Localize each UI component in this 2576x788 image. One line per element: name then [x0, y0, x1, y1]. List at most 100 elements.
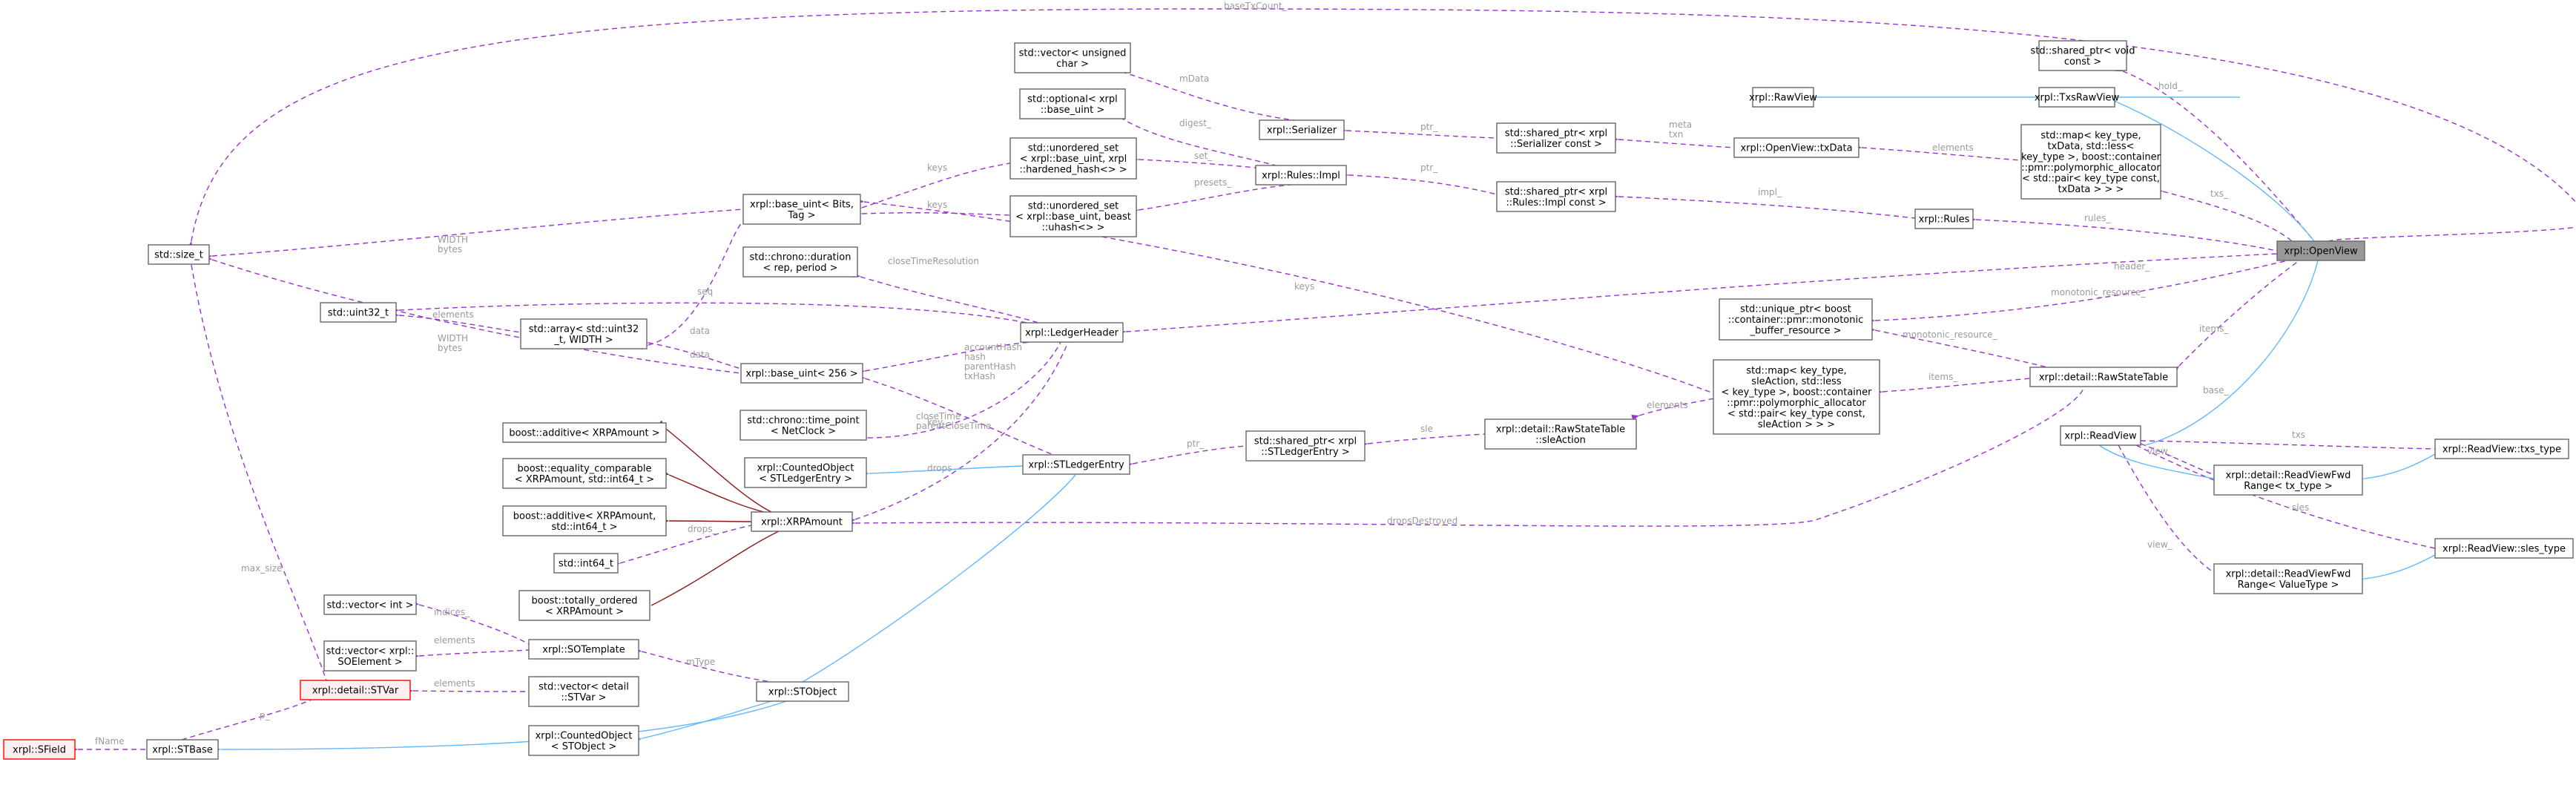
usage-edge: [1130, 156, 1256, 168]
class-node-readview-sles-type[interactable]: xrpl::ReadView::sles_type: [2434, 538, 2574, 559]
usage-edge: [2112, 437, 2215, 574]
class-node-serializer[interactable]: xrpl::Serializer: [1259, 119, 1345, 140]
inheritance-edge: [633, 700, 772, 744]
usage-edge: [1968, 216, 2278, 252]
edge-labels: baseTxCount_hold_mDatadigest_set_presets…: [95, 1, 2309, 746]
class-node-rulesimpl[interactable]: xrpl::Rules::Impl: [1255, 165, 1347, 185]
edge-label: base_: [2203, 385, 2230, 395]
class-node-countedobject-sto[interactable]: xrpl::CountedObject< STObject >: [528, 725, 639, 756]
inheritance-edge: [211, 700, 787, 754]
class-node-label: xrpl::OpenView::txData: [1740, 143, 1852, 154]
edge-label: seq: [697, 286, 713, 297]
class-node-unique-ptr-mbr[interactable]: std::unique_ptr< boost::container::pmr::…: [1719, 298, 1873, 341]
class-node-uset-hardened[interactable]: std::unordered_set< xrpl::base_uint, xrp…: [1009, 137, 1137, 180]
class-node-size-t[interactable]: std::size_t: [148, 244, 210, 265]
class-node-ledgerheader[interactable]: xrpl::LedgerHeader: [1020, 322, 1124, 343]
inheritance-edge: [2144, 260, 2319, 446]
class-node-readview-txs-type[interactable]: xrpl::ReadView::txs_type: [2434, 439, 2569, 459]
class-node-equality-comparable[interactable]: boost::equality_comparable< XRPAmount, s…: [502, 458, 667, 489]
class-node-chrono-timepoint[interactable]: std::chrono::time_point< NetClock >: [739, 410, 867, 441]
class-node-sleaction[interactable]: xrpl::detail::RawStateTable::sleAction: [1484, 418, 1637, 450]
class-node-additive-xrp-int[interactable]: boost::additive< XRPAmount,std::int64_t …: [502, 505, 667, 536]
class-node-sotemplate[interactable]: xrpl::SOTemplate: [528, 639, 639, 660]
class-node-label: xrpl::RawView: [1749, 93, 1817, 104]
usage-edge: [2128, 439, 2436, 549]
class-node-uint32[interactable]: std::uint32_t: [320, 302, 397, 323]
edge-label: digest_: [1179, 118, 1212, 128]
usage-edge: [640, 338, 742, 370]
class-node-int64[interactable]: std::int64_t: [553, 553, 619, 574]
class-node-vector-int[interactable]: std::vector< int >: [323, 594, 417, 615]
usage-edge: [1610, 136, 1735, 148]
class-node-label: xrpl::CountedObject< STLedgerEntry >: [757, 462, 854, 485]
class-node-vector-stvar[interactable]: std::vector< detail::STVar >: [528, 676, 639, 707]
class-node-stledgerentry[interactable]: xrpl::STLedgerEntry: [1022, 454, 1130, 475]
edge-label: set_: [1194, 151, 1213, 161]
class-node-countedobject-stle[interactable]: xrpl::CountedObject< STLedgerEntry >: [744, 457, 867, 488]
usage-edge: [1112, 111, 1277, 166]
class-node-readview[interactable]: xrpl::ReadView: [2060, 425, 2141, 446]
class-node-stbase[interactable]: xrpl::STBase: [146, 739, 219, 760]
usage-edge: [847, 386, 2085, 527]
usage-edge: [1113, 67, 1295, 121]
usage-edge: [1360, 433, 1486, 448]
class-node-label: std::optional< xrpl::base_uint >: [1027, 93, 1118, 116]
class-node-additive-xrp[interactable]: boost::additive< XRPAmount >: [502, 422, 667, 443]
usage-edge: [860, 341, 1061, 441]
class-node-array-uint32[interactable]: std::array< std::uint32_t, WIDTH >: [520, 318, 648, 349]
edge-label: elements: [434, 678, 475, 689]
class-node-uset-beast[interactable]: std::unordered_set< xrpl::base_uint, bea…: [1009, 195, 1137, 237]
class-node-label: std::map< key_type,sleAction, std::less<…: [1722, 365, 1873, 430]
class-node-baseuint-bits[interactable]: xrpl::base_uint< Bits,Tag >: [742, 194, 861, 225]
class-node-openview[interactable]: xrpl::OpenView: [2276, 240, 2365, 261]
private-inheritance-edge: [656, 420, 772, 513]
class-node-stvar[interactable]: xrpl::detail::STVar: [300, 680, 411, 700]
usage-edge: [1118, 253, 2278, 335]
class-node-map-sleaction[interactable]: std::map< key_type,sleAction, std::less<…: [1713, 359, 1880, 435]
class-node-label: boost::additive< XRPAmount,std::int64_t …: [513, 510, 656, 533]
class-node-optional-baseuint[interactable]: std::optional< xrpl::base_uint >: [1019, 88, 1126, 119]
usage-edge: [1610, 193, 1916, 219]
class-node-label: xrpl::SField: [13, 745, 66, 756]
edge-label: items_: [1928, 372, 1958, 382]
class-node-sp-stledgerentry[interactable]: std::shared_ptr< xrpl::STLedgerEntry >: [1245, 430, 1366, 462]
inheritance-edge: [860, 465, 1024, 478]
edge-label: items_: [2199, 324, 2229, 334]
class-node-vector-soelement[interactable]: std::vector< xrpl::SOElement >: [323, 640, 417, 672]
edges: [70, 8, 2576, 754]
class-node-xrpamount[interactable]: xrpl::XRPAmount: [751, 511, 853, 532]
class-node-chrono-duration[interactable]: std::chrono::duration< rep, period >: [742, 246, 858, 278]
class-node-txdata[interactable]: xrpl::OpenView::txData: [1733, 137, 1859, 158]
class-node-rules[interactable]: xrpl::Rules: [1914, 209, 1974, 229]
class-node-label: xrpl::XRPAmount: [761, 517, 843, 528]
usage-edge: [187, 257, 327, 681]
class-node-sp-rulesimpl[interactable]: std::shared_ptr< xrpl::Rules::Impl const…: [1496, 181, 1616, 212]
usage-edge: [2155, 186, 2293, 242]
class-node-sp-serializer[interactable]: std::shared_ptr< xrpl::Serializer const …: [1496, 122, 1616, 154]
nodes: xrpl::OpenView xrpl::TxsRawView xrpl::RawV…: [3, 40, 2574, 760]
class-node-totally-ordered[interactable]: boost::totally_ordered< XRPAmount >: [518, 590, 650, 621]
edge-label: elements: [1932, 142, 1974, 153]
class-node-map-txdata[interactable]: std::map< key_type,txData, std::less<key…: [2020, 124, 2161, 200]
class-node-stobject[interactable]: xrpl::STObject: [756, 681, 849, 702]
class-node-label: std::shared_ptr< xrpl::Serializer const …: [1505, 128, 1607, 150]
edge-label: keys: [1294, 281, 1314, 292]
class-node-label: xrpl::OpenView: [2284, 246, 2358, 257]
class-node-sfield[interactable]: xrpl::SField: [3, 739, 76, 760]
class-node-label: xrpl::SOTemplate: [542, 645, 625, 656]
edge-label: dropsDestroyed: [1387, 516, 1457, 526]
class-node-rawstatetable[interactable]: xrpl::detail::RawStateTable: [2029, 367, 2178, 387]
class-node-rawview[interactable]: xrpl::RawView: [1749, 87, 1817, 108]
class-node-txsrawview[interactable]: xrpl::TxsRawView: [2035, 87, 2120, 108]
inheritance-edge: [802, 474, 1076, 683]
edge-label: drops: [927, 463, 952, 473]
class-node-baseuint256[interactable]: xrpl::base_uint< 256 >: [740, 363, 863, 384]
